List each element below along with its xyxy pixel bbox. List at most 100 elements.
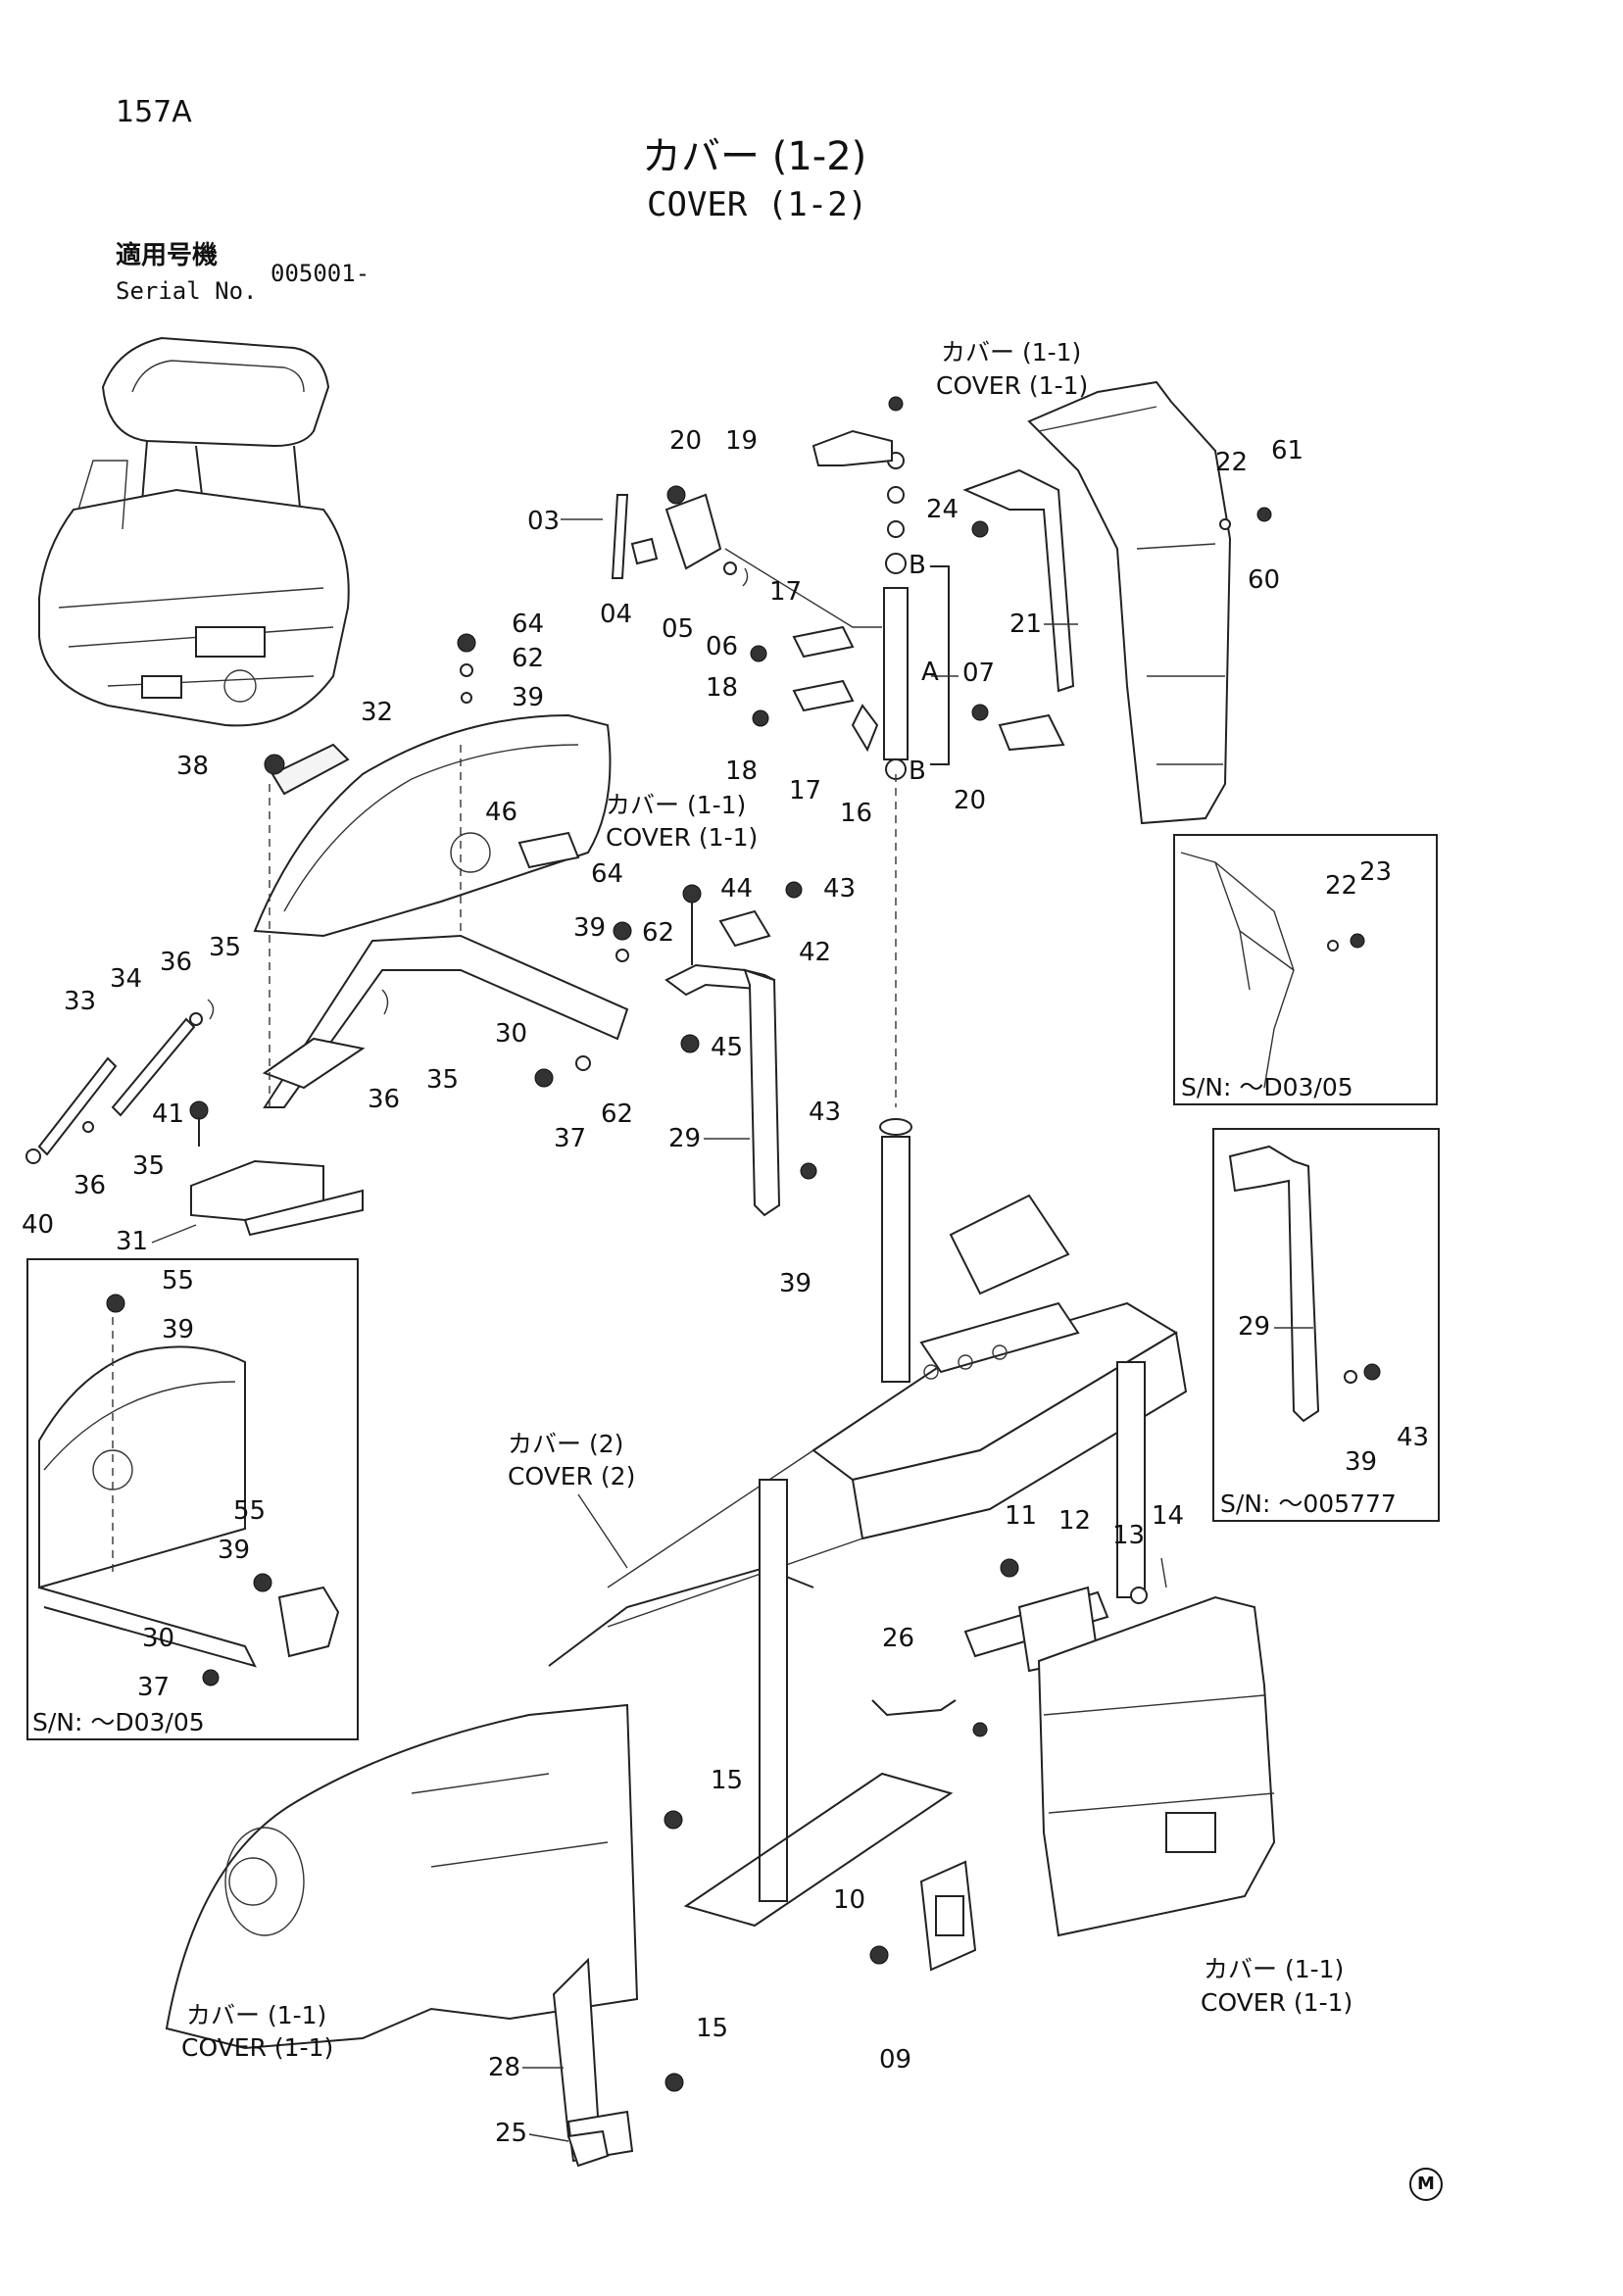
part-label: 20 (669, 426, 702, 456)
part-label: 09 (879, 2045, 911, 2075)
part-label: 10 (833, 1885, 865, 1915)
part-label: 03 (527, 507, 560, 536)
part-label: 43 (1397, 1423, 1429, 1452)
machine-overview-illustration (38, 336, 350, 727)
caption-cover-1-1-en: COVER (1-1) (1201, 1988, 1352, 2017)
part-label: 64 (512, 610, 544, 639)
part-label: 20 (954, 786, 986, 815)
part-label: 30 (495, 1019, 527, 1049)
inset-serial-caption: S/N: ～D03/05 (1181, 1073, 1353, 1101)
part-label: 26 (882, 1624, 914, 1653)
part-labels: 03 04 05 06 07 09 10 11 12 13 14 15 15 1… (22, 426, 1429, 2148)
part-label: 44 (720, 874, 753, 904)
part-label: 36 (368, 1085, 400, 1114)
part-label: 14 (1152, 1501, 1184, 1531)
part-label: 11 (1005, 1501, 1037, 1531)
caption-cover-1-1-en: COVER (1-1) (606, 823, 758, 852)
part-label: 36 (160, 948, 192, 977)
part-label: 39 (1345, 1447, 1377, 1477)
left-lower-cover (165, 1703, 954, 2050)
part-label: 12 (1058, 1506, 1091, 1536)
part-label: 17 (789, 776, 821, 806)
part-label: 60 (1248, 565, 1280, 595)
inset-d0305-left (26, 1258, 359, 1740)
stay-rods (25, 989, 389, 1164)
inset-serial-caption: S/N: ～D03/05 (32, 1708, 205, 1736)
part-label: 24 (926, 495, 959, 524)
page-title-japanese: カバー (1-2) (642, 134, 867, 179)
rod-26 (871, 1699, 988, 1737)
part-label: 05 (662, 614, 694, 644)
part-label: 64 (591, 859, 623, 889)
part-label: 25 (495, 2119, 527, 2148)
part-label: 13 (1112, 1521, 1145, 1550)
part-label: 38 (176, 752, 209, 781)
part-label: 37 (137, 1673, 170, 1702)
part-label: 30 (142, 1624, 174, 1653)
right-upper-cover (962, 380, 1272, 825)
part-label: 39 (512, 683, 544, 712)
caption-cover-2-en: COVER (2) (508, 1462, 635, 1490)
part-label: 45 (711, 1033, 743, 1062)
part-label: 37 (554, 1124, 586, 1153)
part-label: 18 (725, 757, 758, 786)
page-title-english: COVER (1-2) (647, 185, 868, 224)
part-label: 41 (152, 1099, 184, 1129)
part-label: 23 (1359, 857, 1392, 887)
inset-serial-caption: S/N: ～005777 (1220, 1490, 1397, 1518)
part-label: 18 (706, 673, 738, 703)
serial-label-japanese: 適用号機 (116, 241, 219, 270)
part-label: 39 (779, 1269, 812, 1298)
part-label: 55 (233, 1496, 266, 1526)
caption-cover-2-jp: カバー (2) (508, 1430, 623, 1458)
caption-cover-1-1-jp: カバー (1-1) (941, 338, 1081, 366)
part-label: 22 (1215, 448, 1248, 477)
part-label: 22 (1325, 871, 1357, 901)
part-label: 29 (1238, 1312, 1270, 1342)
caption-cover-1-1-en: COVER (1-1) (936, 371, 1088, 400)
part-label: 39 (218, 1536, 250, 1565)
main-frame-cover-2 (548, 1194, 1188, 1902)
part-label: 04 (600, 600, 632, 629)
serial-label-english: Serial No. (116, 277, 258, 305)
part-label: 62 (601, 1099, 633, 1129)
part-label: 15 (711, 1766, 743, 1795)
part-label: 16 (840, 799, 872, 828)
part-label: 39 (573, 913, 606, 943)
part-label: 62 (642, 918, 674, 948)
part-label: 29 (668, 1124, 701, 1153)
bracket-29-assembly (264, 633, 817, 1217)
ref-label-b: B (909, 551, 926, 580)
lock-assembly (869, 1860, 977, 1972)
part-label: 21 (1009, 610, 1042, 639)
caption-cover-1-1-en: COVER (1-1) (181, 2033, 333, 2062)
ref-label-b: B (909, 757, 926, 786)
cover-captions: カバー (1-1) COVER (1-1) カバー (1-1) COVER (1… (181, 338, 1352, 2062)
part-label: 28 (488, 2053, 520, 2082)
serial-number-value: 005001- (270, 260, 370, 287)
upper-stay-assembly (611, 485, 882, 628)
part-label: 06 (706, 632, 738, 661)
left-cover-assembly (253, 713, 629, 1108)
caption-cover-1-1-jp: カバー (1-1) (606, 791, 746, 819)
right-lower-cover (1037, 1595, 1276, 1937)
part-label: 35 (426, 1065, 459, 1095)
part-label: 36 (74, 1171, 106, 1200)
part-label: 34 (110, 964, 142, 994)
part-label: 32 (361, 698, 393, 727)
ref-label-a: A (921, 658, 939, 687)
inset-d0305-top (1173, 834, 1438, 1105)
part-label: 35 (209, 933, 241, 962)
caption-cover-1-1-jp: カバー (1-1) (1204, 1955, 1344, 1983)
caption-cover-1-1-jp: カバー (1-1) (186, 2001, 326, 2029)
part-label: 55 (162, 1266, 194, 1295)
part-label: 31 (116, 1227, 148, 1256)
part-label: 39 (162, 1315, 194, 1344)
part-label: 19 (725, 426, 758, 456)
part-label: 42 (799, 938, 831, 967)
part-label: 15 (696, 2014, 728, 2043)
part-label: 43 (823, 874, 856, 904)
part-label: 61 (1271, 436, 1303, 465)
part-label: 40 (22, 1210, 54, 1240)
